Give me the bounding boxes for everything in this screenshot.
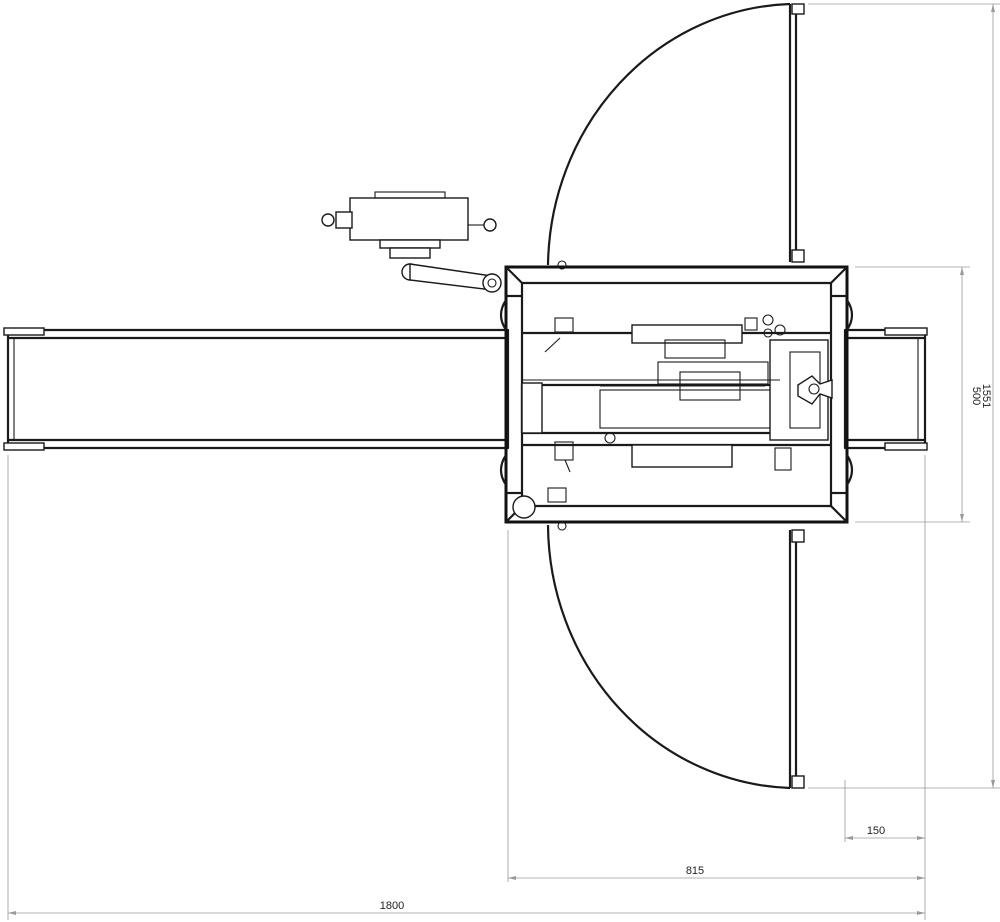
dim-door-span: 1551 — [980, 384, 992, 408]
internal-mechanism — [520, 314, 833, 503]
dim-overall-width: 1800 — [380, 900, 404, 912]
dim-frame-depth: 500 — [970, 387, 982, 405]
dim-frame-to-conveyor-end: 815 — [686, 865, 704, 877]
dimension-lines — [7, 3, 1000, 920]
dim-conveyor-overhang: 150 — [867, 825, 885, 837]
conveyor-belt — [3, 327, 928, 451]
control-box — [321, 191, 502, 293]
upper-door — [546, 2, 805, 266]
lower-door — [546, 524, 805, 790]
